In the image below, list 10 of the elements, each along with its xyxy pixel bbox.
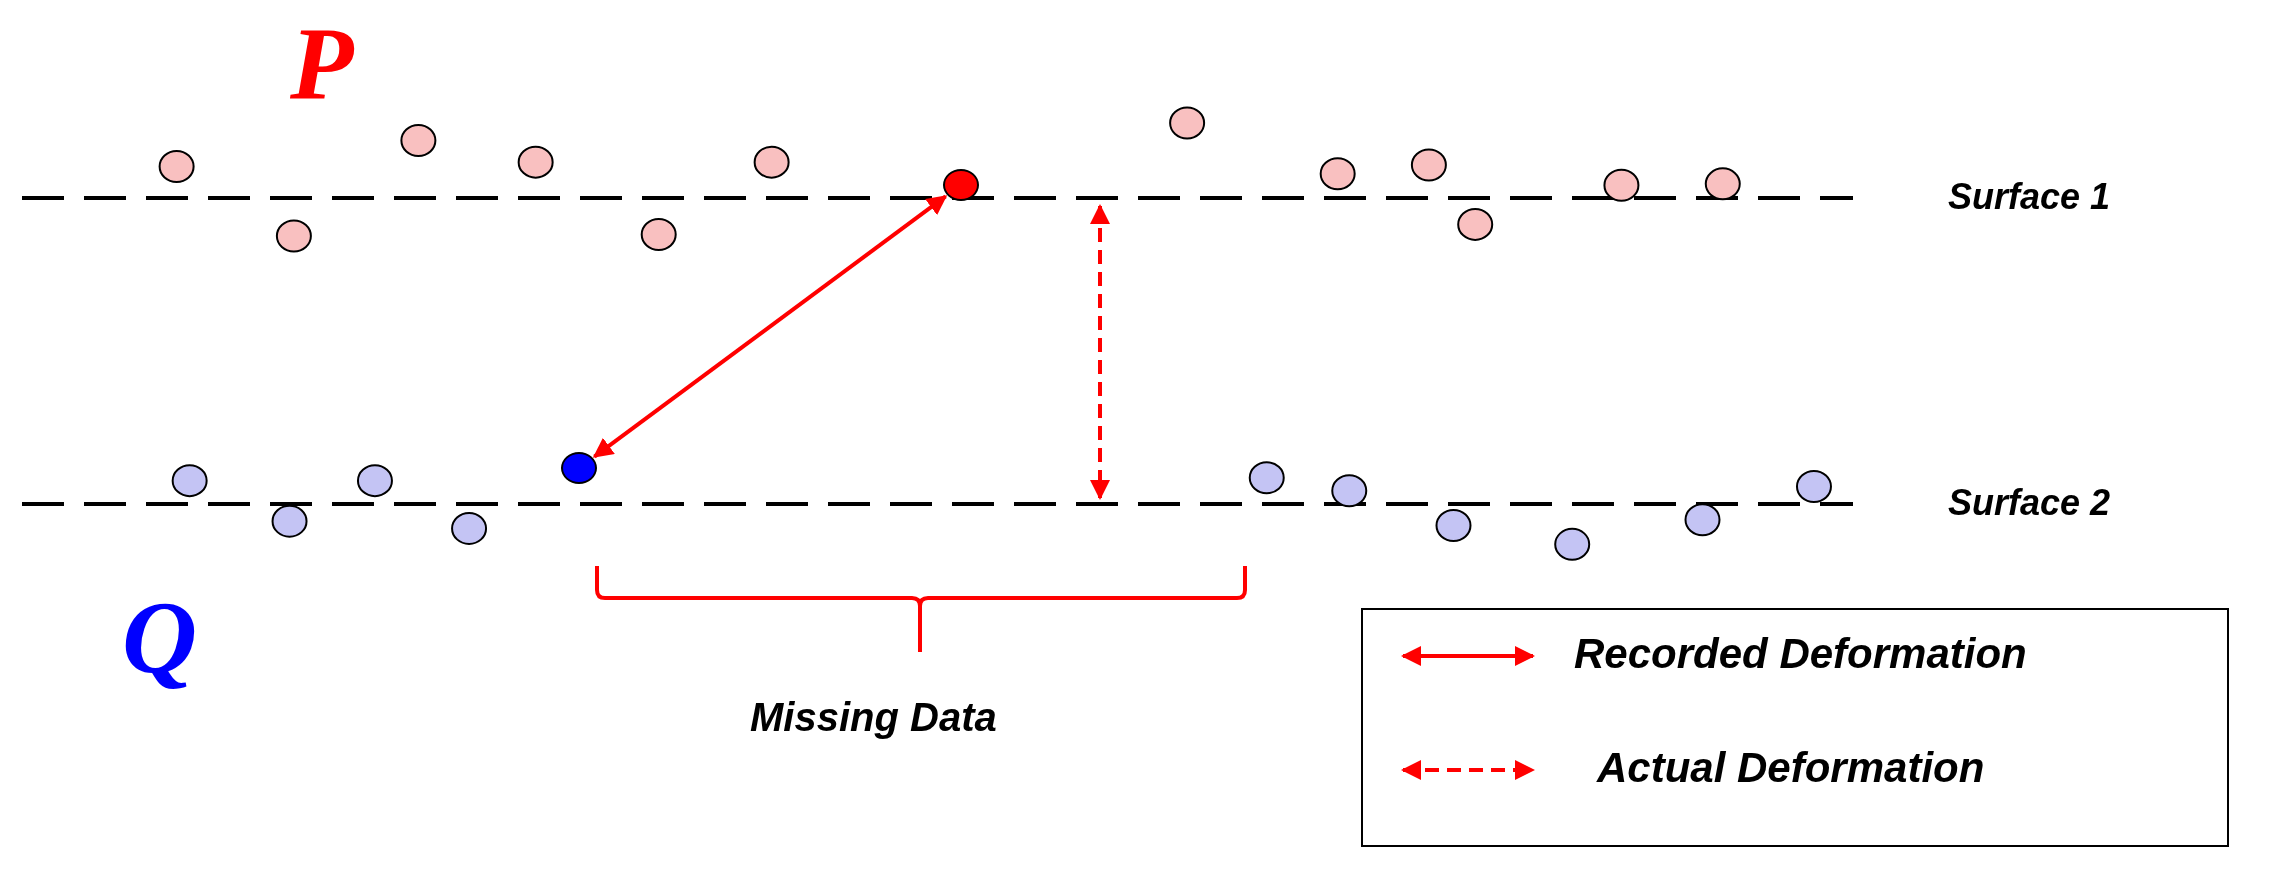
surface-label: Surface 1 <box>1948 176 2111 218</box>
surface-label: Surface 2 <box>1948 482 2111 524</box>
bracket-label: Missing Data <box>750 695 997 740</box>
point-set-label: Q <box>122 585 198 689</box>
double-arrow <box>592 194 948 459</box>
data-point <box>561 452 597 484</box>
data-point <box>943 169 979 201</box>
legend-text: Actual Deformation <box>1597 744 1985 792</box>
point-set-label: P <box>290 12 354 116</box>
legend-text: Recorded Deformation <box>1574 630 2027 678</box>
